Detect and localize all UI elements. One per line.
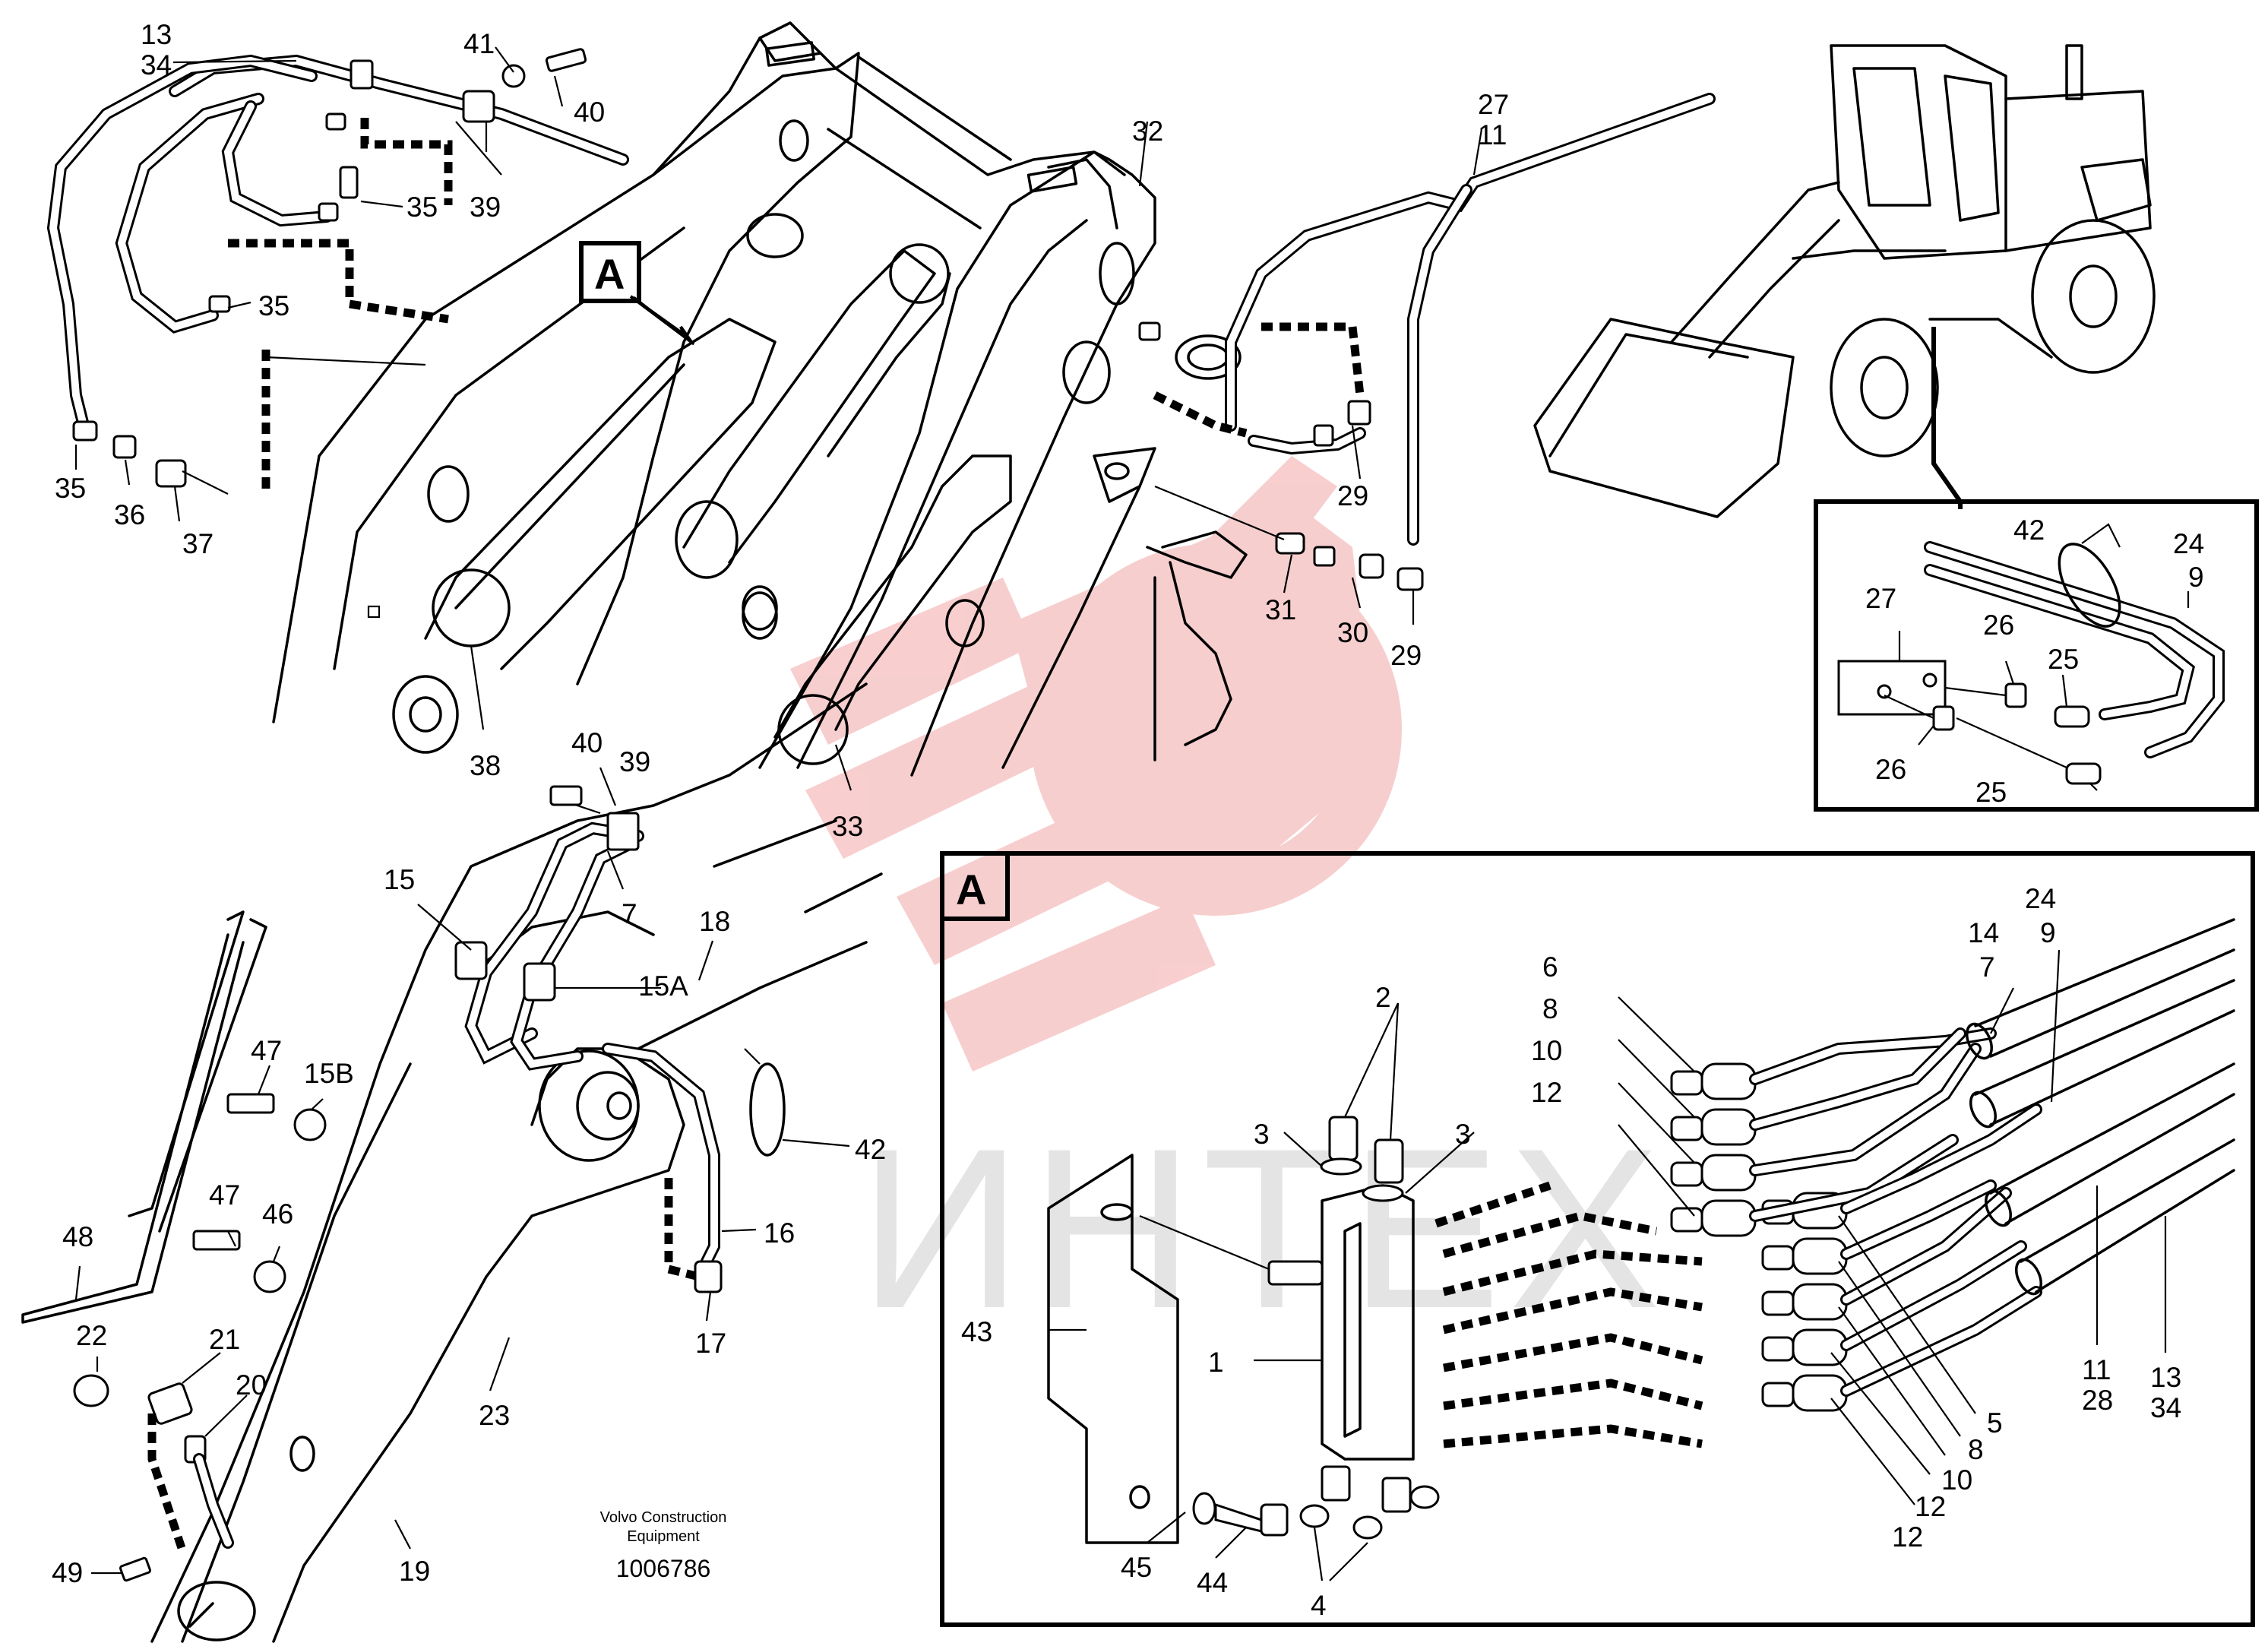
callout-17: 17 <box>695 1328 726 1359</box>
callout-9a: 9 <box>2188 562 2204 593</box>
callout-10a: 10 <box>1531 1035 1562 1066</box>
callout-23: 23 <box>479 1400 510 1431</box>
fitting-row-lower <box>1761 1192 1848 1412</box>
callout-12c: 12 <box>1892 1521 1923 1553</box>
callout-25b: 25 <box>1975 777 2007 808</box>
callout-27: 27 <box>1478 89 1509 120</box>
callout-3a: 3 <box>1254 1119 1270 1150</box>
callout-47b: 47 <box>209 1179 240 1211</box>
callout-35c: 35 <box>55 473 86 504</box>
callout-40: 40 <box>574 97 605 128</box>
callout-24b: 24 <box>2025 883 2056 914</box>
callout-42a: 42 <box>855 1134 886 1165</box>
callout-1: 1 <box>1208 1347 1224 1378</box>
company-name-line2: Equipment <box>627 1528 700 1545</box>
callout-26b: 26 <box>1875 754 1906 785</box>
fitting-row-upper <box>1670 1062 1757 1237</box>
callout-39b: 39 <box>619 746 650 777</box>
callout-11b: 11 <box>2082 1354 2111 1385</box>
callout-38: 38 <box>470 750 501 781</box>
callout-36: 36 <box>114 499 145 530</box>
callout-13: 13 <box>141 19 172 50</box>
lower-boom-assembly <box>21 682 883 1643</box>
callout-12b: 12 <box>1915 1491 1946 1522</box>
callout-48: 48 <box>62 1221 93 1252</box>
callout-15: 15 <box>384 864 415 895</box>
callout-35a: 35 <box>406 192 438 223</box>
inset-a-detail <box>940 851 2255 1627</box>
callout-11: 11 <box>1478 119 1507 150</box>
callout-24a: 24 <box>2173 528 2204 559</box>
view-a-pointer <box>579 241 694 345</box>
callout-30: 30 <box>1337 617 1368 648</box>
callout-46: 46 <box>262 1198 293 1230</box>
callout-10b: 10 <box>1941 1464 1972 1496</box>
callout-8b: 8 <box>1968 1434 1984 1465</box>
callout-12a: 12 <box>1531 1077 1562 1108</box>
drawing-number: 1006786 <box>616 1555 711 1582</box>
watermark-text: ИНТЕХ <box>859 1100 1669 1356</box>
callout-19: 19 <box>399 1556 430 1587</box>
callout-7: 7 <box>622 898 637 929</box>
callout-7b: 7 <box>1979 951 1995 983</box>
detail-box-fittings <box>1814 499 2259 812</box>
pointer-a-label: A <box>594 250 625 298</box>
callout-15B: 15B <box>304 1058 354 1089</box>
callout-43: 43 <box>961 1316 992 1347</box>
callout-32: 32 <box>1132 116 1163 147</box>
callout-8a: 8 <box>1542 993 1558 1024</box>
leader-lines <box>74 46 2190 1581</box>
callout-9b: 9 <box>2040 917 2056 948</box>
callout-25a: 25 <box>2048 644 2079 675</box>
watermark-logo <box>790 456 1402 1072</box>
drawing-footer: Volvo Construction Equipment 1006786 <box>600 1509 727 1582</box>
loader-overview-illustration <box>1533 44 2156 518</box>
callout-40b: 40 <box>571 727 603 758</box>
callout-34b: 34 <box>2150 1392 2181 1423</box>
callout-6: 6 <box>1542 951 1558 983</box>
inset-a-label: A <box>956 866 986 913</box>
callout-45: 45 <box>1121 1552 1152 1583</box>
callout-29a: 29 <box>1337 480 1368 511</box>
callout-16: 16 <box>764 1217 795 1249</box>
callout-42b: 42 <box>2013 514 2045 546</box>
callout-47a: 47 <box>251 1035 282 1066</box>
callout-34: 34 <box>141 49 172 81</box>
callout-labels: 13 34 41 40 39 35 35 35 36 37 38 32 27 1… <box>52 19 2204 1621</box>
callout-2: 2 <box>1375 982 1391 1013</box>
callout-44: 44 <box>1197 1567 1228 1598</box>
callout-35b: 35 <box>258 290 289 321</box>
callout-15A: 15A <box>638 970 688 1002</box>
company-name-line1: Volvo Construction <box>600 1509 727 1526</box>
callout-13b: 13 <box>2150 1362 2181 1393</box>
callout-49: 49 <box>52 1557 83 1588</box>
callout-27b: 27 <box>1865 583 1896 614</box>
callout-41: 41 <box>463 28 495 59</box>
callout-18: 18 <box>699 906 730 937</box>
callout-3b: 3 <box>1455 1119 1471 1150</box>
callout-21: 21 <box>209 1324 240 1355</box>
callout-31: 31 <box>1265 594 1296 625</box>
callout-4: 4 <box>1311 1590 1327 1621</box>
callout-22: 22 <box>76 1320 107 1351</box>
callout-5: 5 <box>1987 1407 2003 1439</box>
lift-arm-assembly <box>46 21 1716 777</box>
callout-33: 33 <box>832 811 863 842</box>
callout-26a: 26 <box>1983 609 2014 641</box>
callout-14: 14 <box>1968 917 1999 948</box>
callout-37: 37 <box>182 528 214 559</box>
callout-20: 20 <box>236 1369 267 1401</box>
callout-28: 28 <box>2082 1385 2113 1416</box>
callout-29b: 29 <box>1390 640 1422 671</box>
callout-39: 39 <box>470 192 501 223</box>
